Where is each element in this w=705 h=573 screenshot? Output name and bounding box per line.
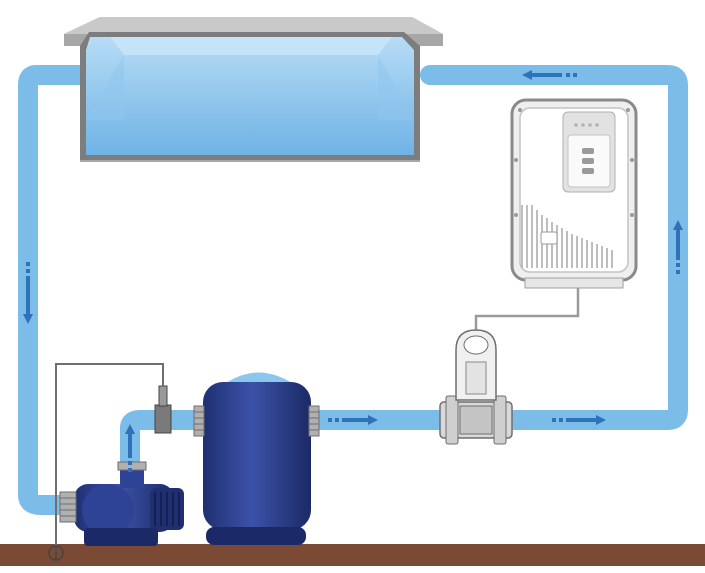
control-buttons [582,148,594,174]
arrow-pump-riser [125,424,135,472]
pump[interactable] [59,461,184,546]
arrow-left-pipe [23,262,33,324]
ground-strip [0,544,705,566]
sensor-wire [55,363,164,552]
chlorinator-cell[interactable] [439,329,513,445]
flow-switch[interactable] [154,385,172,434]
arrow-right-pipe [673,220,683,274]
arrow-return [522,70,577,80]
arrow-filter-out [328,415,378,425]
heat-sink-fins [521,205,613,268]
flow-arrows [23,70,683,472]
control-cable [474,288,580,330]
sand-filter[interactable] [193,372,320,546]
ground-shadow [0,566,705,573]
arrow-cell-out [552,415,606,425]
control-leds [574,123,599,127]
ground-rod [48,545,64,561]
control-unit[interactable] [510,98,638,289]
pool-basin [64,17,443,162]
